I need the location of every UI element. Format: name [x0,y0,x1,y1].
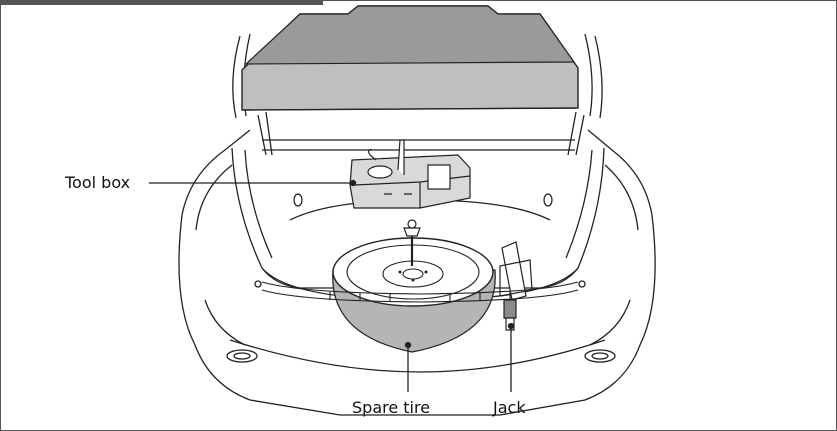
tool-box-leader-dot [349,179,357,187]
spare-tire-label: Spare tire [352,398,431,417]
tool-box [349,139,471,209]
tool-box-label: Tool box [65,173,131,192]
hold-down-bolt [403,219,421,266]
header-tab-bar [0,0,323,5]
jack-leader-dot [507,322,515,330]
spare-tire [332,237,496,353]
jack [499,241,533,331]
spare-tire-leader-dot [404,341,412,349]
trunk-sill [261,281,579,303]
trunk-floor-mat [241,5,579,111]
jack-label: Jack [493,398,526,417]
callout-leaders [149,179,515,392]
